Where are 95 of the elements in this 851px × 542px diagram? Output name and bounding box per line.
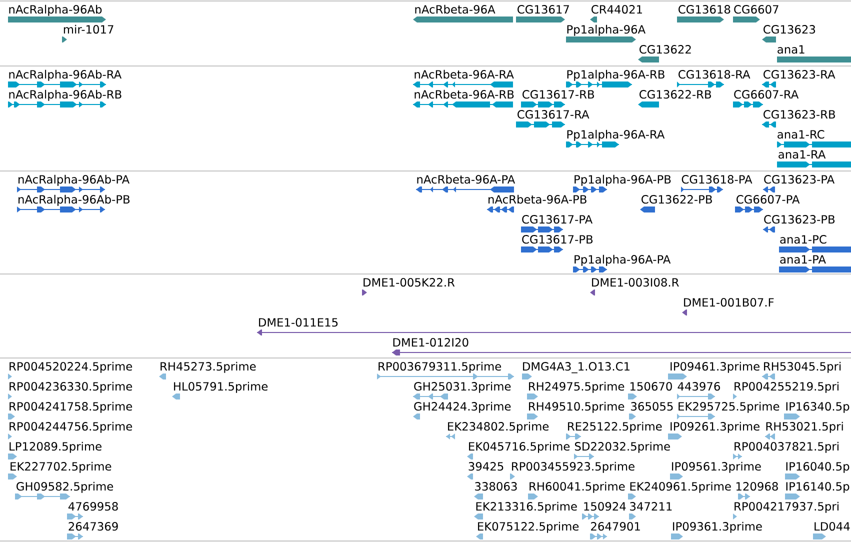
est-label: RP004236330.5prime [10,382,132,393]
transcript-label: ana1-RC [778,130,824,139]
est-label: RH45273.5prime [160,362,256,373]
transcript-label: ana1-RA [778,150,826,159]
est-label: RP003455923.5prime [512,462,634,473]
protein-label: CG13623-PA [764,175,835,184]
transcript-label: nAcRbeta-96A-RB [414,90,514,99]
clone-label: DME1-012I20 [393,338,468,347]
protein-label: CG6607-PA [736,195,800,204]
est-label: EK295725.5prime [678,402,780,413]
est-label: EK234802.5prime [448,422,549,433]
gene-label: CG13623 [764,25,816,34]
gene-label: CG13618 [678,5,730,14]
transcript-label: CG13623-RB [764,110,835,119]
est-label: RP003679311.5prime [378,362,502,373]
est-label: IP09261.3prime [670,422,760,433]
est-label: EK240961.5prime [630,482,731,493]
protein-label: Pp1alpha-96A-PB [574,174,671,186]
est-label: GH09582.5prime [16,482,114,493]
est-label: RH49510.5prime [529,402,624,413]
est-label: LD044 [814,522,850,531]
est-label: IP16040.5p [786,462,850,473]
est-label: 365055 [631,402,673,411]
est-label: RH53021.5pri [766,422,843,433]
protein-label: nAcRalpha-96Ab-PA [18,174,130,186]
gene-label: CG13617 [518,5,569,14]
est-label: RH60041.5prime [530,482,625,493]
est-label: 150924 [584,502,626,511]
clone-label: DME1-001B07.F [684,298,774,307]
transcript-label: Pp1alpha-96A-RB [567,70,664,81]
protein-label: nAcRalpha-96Ab-PB [18,194,130,206]
clone-label: DME1-003I08.R [592,278,679,287]
protein-label: ana1-PA [780,255,826,264]
est-label: IP16340.5p [786,402,850,413]
est-label: RP004244756.5prime [10,422,132,433]
est-label: 347211 [630,502,672,511]
gene-label: mir-1017 [64,24,114,34]
est-label: 39425 [468,462,504,471]
est-label: 2647369 [68,522,118,531]
est-label: EK075122.5prime [478,522,579,533]
protein-label: CG13618-PA [682,175,752,184]
est-label: IP09361.3prime [673,522,762,533]
est-label: 120968 [736,482,778,491]
protein-label: Pp1alpha-96A-PA [574,254,671,266]
gene-label: CR44021 [592,5,642,14]
est-label: IP09561.3prime [672,462,761,473]
transcript-label: nAcRalpha-96Ab-RB [9,90,122,101]
transcript-label: CG13618-RA [678,70,750,79]
est-label: EK227702.5prime [10,462,112,473]
gene-label: ana1 [778,45,804,54]
est-label: RP004255219.5pri [734,382,838,393]
protein-label: CG13617-PA [522,215,593,224]
est-label: 4769958 [68,502,118,511]
est-label: RP004217937.5pri [734,502,838,513]
est-label: IP16140.5p [786,482,850,493]
transcript-label: CG13622-RB [640,90,711,99]
transcript-label: nAcRalpha-96Ab-RA [9,70,122,81]
transcript-label: CG13617-RA [518,110,590,119]
protein-label: nAcRbeta-96A-PA [417,174,516,184]
gene-label: CG6607 [734,5,778,14]
gene-label: nAcRbeta-96A [415,4,496,14]
est-label: DMG4A3_1.O13.C1 [523,362,630,374]
transcript-label: CG13617-RB [522,90,594,99]
est-label: EK045716.5prime [469,442,570,453]
est-label: 2647901 [591,522,640,531]
protein-label: ana1-PC [780,235,826,244]
est-label: GH24424.3prime [414,402,511,413]
est-label: RP004037821.5pri [734,442,838,453]
transcript-label: nAcRbeta-96A-RA [414,70,514,79]
gene-label: Pp1alpha-96A [567,24,646,36]
protein-label: CG13623-PB [764,215,835,224]
est-label: HL05791.5prime [174,382,268,393]
est-label: RP004241758.5prime [10,402,132,413]
est-label: RE25122.5prime [568,422,662,433]
transcript-label: CG13623-RA [764,70,836,79]
est-label: 150670 [630,382,672,391]
est-label: SD22032.5prime [574,442,670,453]
protein-label: CG13617-PB [522,235,593,244]
est-label: LP12089.5prime [10,442,102,453]
protein-label: CG13622-PB [642,195,712,204]
clone-label: DME1-005K22.R [364,278,455,287]
protein-label: nAcRbeta-96A-PB [488,194,586,204]
est-label: RH24975.5prime [529,382,624,393]
est-label: 338063 [475,482,517,491]
transcript-label: CG6607-RA [734,90,799,99]
est-label: GH25031.3prime [414,382,511,393]
est-label: 443976 [678,382,720,391]
clone-label: DME1-011E15 [259,318,338,327]
gene-label: CG13622 [640,45,691,54]
est-label: RH53045.5pri [764,362,841,373]
gene-label: nAcRalpha-96Ab [9,4,102,16]
est-label: IP09461.3prime [670,362,760,373]
est-label: EK213316.5prime [476,502,577,513]
transcript-label: Pp1alpha-96A-RA [567,130,665,141]
est-label: RP004520224.5prime [10,362,132,373]
